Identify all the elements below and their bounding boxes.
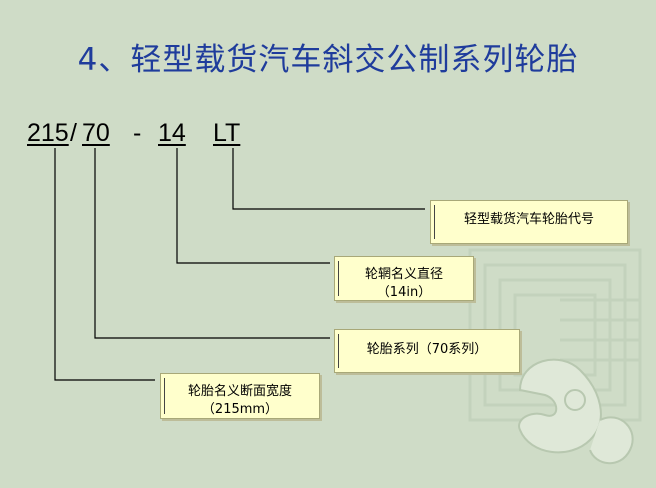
callout-type-code-text: 轻型载货汽车轮胎代号 — [463, 212, 594, 227]
callout-rim-diameter-line2: （14in） — [376, 285, 432, 300]
page-title: 4、轻型载货汽车斜交公制系列轮胎 — [77, 42, 579, 78]
spec-type: LT — [213, 119, 241, 147]
spec-rim: 14 — [158, 119, 186, 147]
callout-section-width-line2: （215mm） — [201, 402, 279, 417]
callout-rim-diameter: 轮辋名义直径 （14in） — [334, 256, 474, 301]
spec-ratio: 70 — [82, 119, 110, 147]
callout-type-code: 轻型载货汽车轮胎代号 — [430, 200, 628, 244]
spec-slash: / — [70, 119, 77, 147]
callout-section-width-line1: 轮胎名义断面宽度 — [187, 384, 292, 399]
callout-series: 轮胎系列（70系列） — [334, 329, 520, 373]
dragon-emblem — [518, 358, 634, 465]
spec-width: 215 — [27, 119, 69, 147]
callout-section-width: 轮胎名义断面宽度 （215mm） — [160, 373, 320, 419]
spec-dash: - — [133, 119, 142, 147]
callout-rim-diameter-line1: 轮辋名义直径 — [364, 267, 443, 282]
callout-series-text: 轮胎系列（70系列） — [366, 342, 488, 357]
